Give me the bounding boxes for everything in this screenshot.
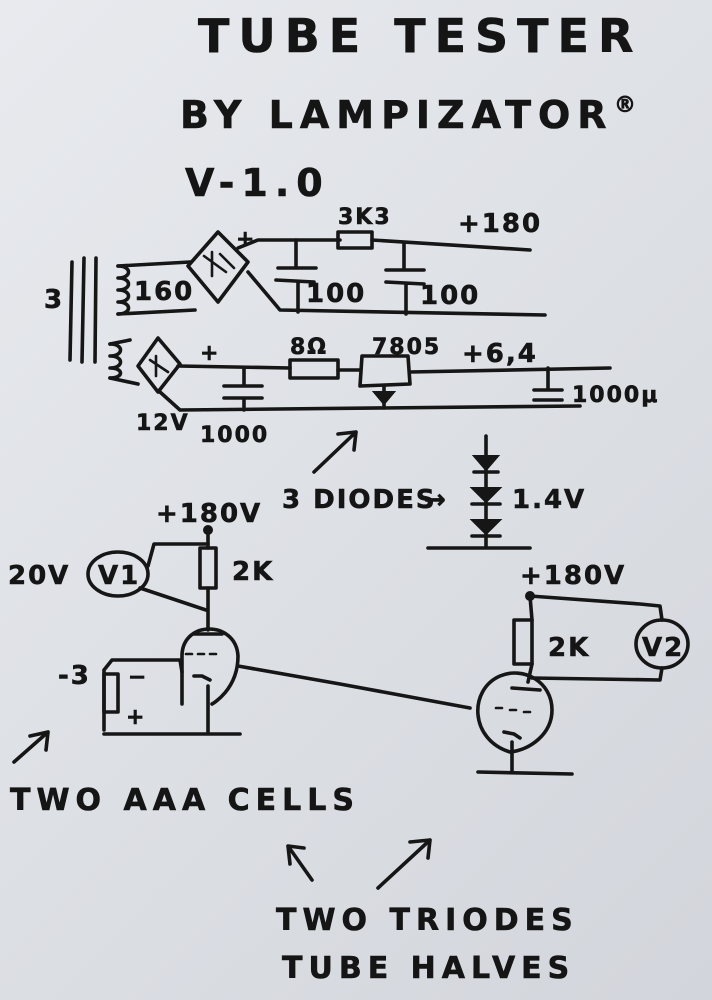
- resistor-8r-label: 8Ω: [290, 335, 328, 360]
- diode-3: [469, 519, 503, 536]
- lv-plus-mark: +: [200, 341, 220, 366]
- tube-interconnect-wire: [236, 664, 472, 710]
- lv-coil-leads: [108, 338, 140, 386]
- right-anode-resistor: [512, 618, 534, 666]
- power-supply: 3 160 + 3K3 +180 100 100 + 12V 1000: [44, 205, 659, 550]
- lv-bridge-rectifier: [136, 336, 182, 394]
- transformer-core: [68, 256, 98, 364]
- cap-1000-b-label: 1000μ: [572, 383, 659, 408]
- resistor-3k3-label: 3K3: [338, 205, 392, 230]
- notes: TWO AAA CELLS TWO TRIODES TUBE HALVES: [10, 783, 579, 987]
- triodes-arrow-right: [376, 838, 432, 890]
- lv-ground-rail: [158, 390, 582, 412]
- supply-right-label: +180V: [520, 561, 626, 591]
- right-tube-cathode: [502, 730, 522, 740]
- diodes-note: 3 DIODES: [282, 485, 437, 515]
- right-tube-grid: [494, 706, 532, 714]
- transformer-mark: 3: [44, 285, 64, 315]
- right-resistor-label: 2K: [548, 633, 590, 663]
- right-triode-stage: +180V 2K V2: [476, 561, 690, 776]
- cells-arrow: [12, 730, 50, 764]
- cap-100-b-symbol: [384, 242, 426, 316]
- supply-left-label: +180V: [156, 499, 262, 529]
- registered-mark: ®: [614, 93, 638, 118]
- hv-coil-leads: [116, 260, 197, 316]
- meter-v2-leads: [528, 594, 664, 682]
- cells-note: TWO AAA CELLS: [10, 783, 360, 818]
- cap-1000-a-symbol: [222, 366, 264, 412]
- meter-range-label: 20V: [8, 561, 70, 591]
- version-label: V-1.0: [185, 161, 330, 205]
- lv-secondary-label: 12V: [136, 411, 190, 436]
- diodes-note-arrow: →: [424, 485, 448, 515]
- regulator-7805: [358, 354, 412, 388]
- right-cathode-ground: [476, 740, 574, 776]
- meter-v1-label: V1: [98, 561, 140, 591]
- regulator-label: 7805: [372, 335, 441, 360]
- rail-180-label: +180: [458, 209, 542, 239]
- left-cathode-ground: [102, 684, 242, 736]
- meter-v1-leads: [138, 542, 210, 612]
- cap-1000-a-label: 1000: [200, 423, 269, 448]
- right-tube-envelope: [476, 671, 554, 754]
- cap-100-b-label: 100: [420, 281, 480, 311]
- regulator-diode: [371, 391, 397, 406]
- hv-bridge-rectifier: [186, 230, 250, 304]
- left-tube-cathode: [192, 674, 212, 682]
- diode-2: [469, 487, 503, 504]
- cap-100-a-label: 100: [306, 279, 366, 309]
- meter-v1: [86, 550, 150, 598]
- triodes-arrow-left: [286, 844, 314, 882]
- diode-1: [471, 455, 501, 472]
- hv-ground-rail: [246, 270, 547, 317]
- resistor-8r: [288, 358, 340, 380]
- triodes-note-line-2: TUBE HALVES: [282, 951, 575, 986]
- right-anode-wire: [526, 594, 534, 684]
- lv-bridge-diode-mark: [148, 354, 170, 378]
- battery-minus: −: [128, 665, 148, 690]
- left-anode-resistor: [198, 546, 218, 590]
- resistor-3k3: [336, 230, 374, 250]
- lv-positive-rail: [176, 364, 612, 374]
- lv-secondary-coil: [108, 342, 123, 380]
- cap-100-a-symbol: [274, 238, 318, 314]
- battery-symbol: [102, 672, 120, 714]
- hv-secondary-label: 160: [134, 277, 194, 307]
- rail-64-label: +6,4: [462, 339, 538, 369]
- left-resistor-label: 2K: [232, 557, 274, 587]
- title-line-1: TUBE TESTER: [198, 9, 642, 63]
- hv-positive-rail: [236, 238, 532, 252]
- triodes-note-line-1: TWO TRIODES: [276, 903, 579, 938]
- right-tube-anode: [510, 686, 542, 692]
- grid-bias-label: -3: [58, 661, 91, 691]
- meter-v2-label: V2: [642, 633, 684, 663]
- hv-bridge-diode-mark: [202, 250, 236, 278]
- cap-1000-b-symbol: [532, 366, 564, 402]
- left-triode-stage: +180V 2K V1 20V -3 − +: [8, 499, 472, 764]
- title-line-2: BY LAMPIZATOR: [180, 93, 614, 137]
- diodes-voltage: 1.4V: [512, 485, 586, 515]
- left-tube-envelope: [180, 627, 240, 706]
- diodes-arrow: [312, 430, 358, 474]
- hv-secondary-coil: [116, 264, 131, 316]
- battery-plus: +: [126, 705, 146, 730]
